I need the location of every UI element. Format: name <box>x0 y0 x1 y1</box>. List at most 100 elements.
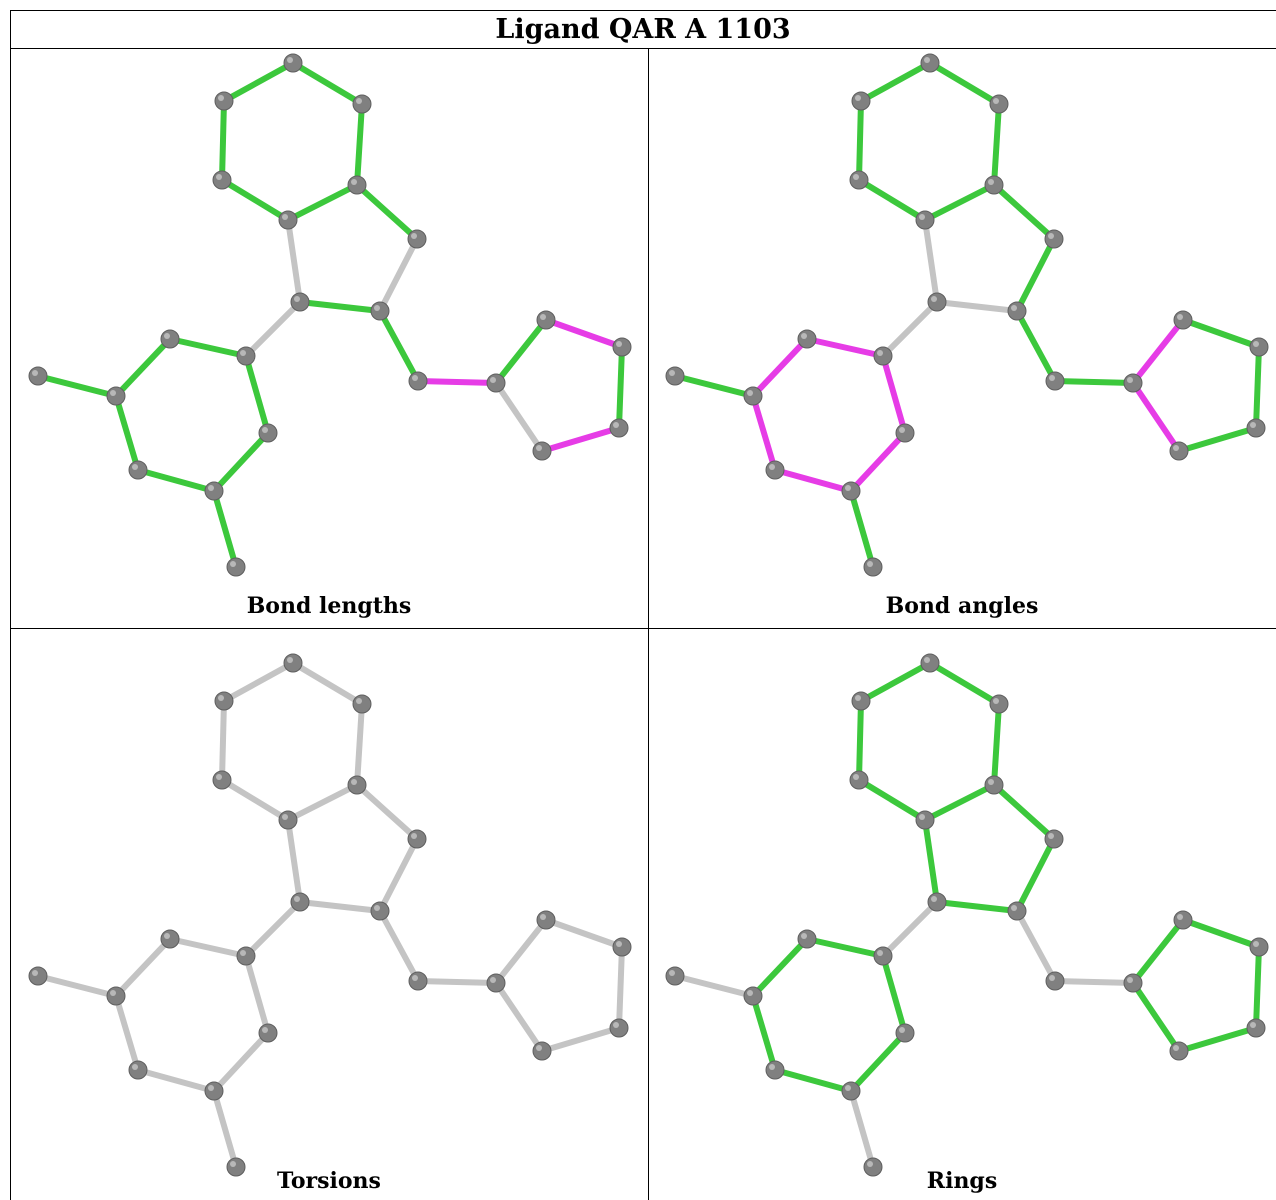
bond-ok <box>113 393 141 473</box>
bond-ok <box>377 308 421 384</box>
bond-ok <box>922 182 997 223</box>
atom <box>851 691 871 711</box>
molecule-rings <box>665 653 1269 1177</box>
border-mid <box>10 628 1276 629</box>
caption-rings: Rings <box>926 1168 998 1194</box>
molecule-bond-angles <box>665 53 1269 577</box>
bond-ok <box>804 936 886 959</box>
atom <box>283 53 303 73</box>
atom-highlight <box>282 814 288 820</box>
atom-highlight <box>1177 914 1183 920</box>
atom-highlight <box>669 970 675 976</box>
bond-neutral <box>219 777 291 823</box>
bond-neutral <box>539 1025 622 1054</box>
bond-outlier <box>880 353 908 436</box>
atom <box>851 91 871 111</box>
atom-highlight <box>412 375 418 381</box>
bond-ok <box>772 1067 854 1094</box>
atom <box>984 775 1004 795</box>
bond-neutral <box>135 1067 217 1094</box>
atom-highlight <box>208 485 214 491</box>
atom <box>1007 901 1027 921</box>
atom-highlight <box>294 296 300 302</box>
atom-highlight <box>769 1064 775 1070</box>
atom <box>486 373 506 393</box>
atom <box>160 929 180 949</box>
atom-highlight <box>230 561 236 567</box>
atom <box>407 229 427 249</box>
atom-highlight <box>919 214 925 220</box>
bond-neutral <box>211 1088 239 1170</box>
molecule-torsions <box>28 653 632 1177</box>
bond-neutral <box>493 380 545 454</box>
bond-ok <box>211 430 271 494</box>
atom-highlight <box>669 370 675 376</box>
atom <box>915 210 935 230</box>
atom <box>1249 337 1269 357</box>
border-center <box>648 48 649 1200</box>
atom-highlight <box>490 977 496 983</box>
atom <box>532 441 552 461</box>
bond-neutral <box>297 899 383 914</box>
bond-ok <box>113 336 173 399</box>
atom <box>352 94 372 114</box>
panel-torsions: Torsions <box>10 628 648 1200</box>
atom-highlight <box>216 774 222 780</box>
atom <box>609 1018 629 1038</box>
atom <box>212 770 232 790</box>
bond-neutral <box>219 698 227 783</box>
bond-ok <box>493 317 549 386</box>
atom <box>28 366 48 386</box>
bond-neutral <box>285 217 303 305</box>
report-table: Ligand QAR A 1103 Bond lengths Bond angl… <box>10 10 1276 1200</box>
atom-highlight <box>540 314 546 320</box>
atom-highlight <box>1177 314 1183 320</box>
atom-highlight <box>208 1085 214 1091</box>
bond-ok <box>167 336 249 359</box>
bond-neutral <box>922 217 940 305</box>
atom <box>765 1060 785 1080</box>
atom-highlight <box>853 774 859 780</box>
atom-highlight <box>218 695 224 701</box>
atom <box>927 892 947 912</box>
bond-ok <box>750 936 810 999</box>
atom-highlight <box>993 98 999 104</box>
bond-neutral <box>543 917 625 950</box>
bond-neutral <box>243 299 303 359</box>
atom-highlight <box>216 174 222 180</box>
bond-ok <box>750 993 778 1073</box>
atom <box>1246 418 1266 438</box>
atom <box>1007 301 1027 321</box>
atom <box>920 53 940 73</box>
bond-ok <box>354 101 365 188</box>
bond-neutral <box>934 299 1020 314</box>
atom <box>347 175 367 195</box>
atom-highlight <box>218 95 224 101</box>
bond-neutral <box>377 908 421 984</box>
atom-highlight <box>1048 233 1054 239</box>
bond-ok <box>880 953 908 1036</box>
atom <box>204 1081 224 1101</box>
atom <box>841 481 861 501</box>
atom <box>128 1060 148 1080</box>
atom <box>214 691 234 711</box>
atom <box>1123 373 1143 393</box>
atom-highlight <box>845 485 851 491</box>
bond-neutral <box>377 836 420 914</box>
ligand-title: Ligand QAR A 1103 <box>495 13 791 45</box>
atom-highlight <box>616 341 622 347</box>
bond-ok <box>927 60 1002 107</box>
bond-ok <box>991 101 1002 188</box>
bond-neutral <box>113 936 173 999</box>
atom <box>1045 371 1065 391</box>
bond-ok <box>1253 344 1262 431</box>
atom <box>290 292 310 312</box>
atom-highlight <box>993 698 999 704</box>
bond-neutral <box>354 782 420 842</box>
atom-highlight <box>412 975 418 981</box>
atom-highlight <box>110 990 116 996</box>
bond-ok <box>1130 980 1182 1054</box>
atom-highlight <box>1011 905 1017 911</box>
atom-highlight <box>287 657 293 663</box>
bond-ok <box>856 777 928 823</box>
